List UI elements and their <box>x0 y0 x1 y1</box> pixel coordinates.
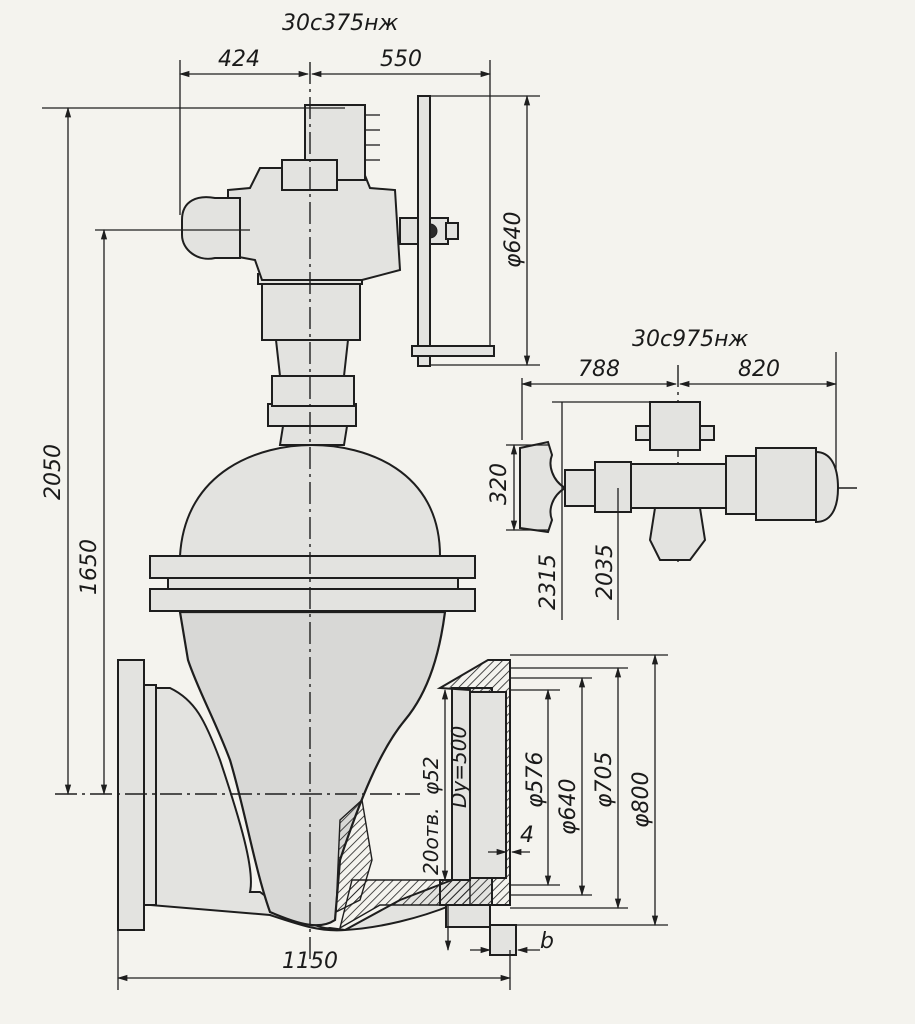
dim-raised-face: 4 <box>520 823 534 848</box>
stem-yoke <box>257 273 363 446</box>
model-alt-label: 30с975нж <box>632 327 748 352</box>
dim-2035: 2035 <box>593 544 618 600</box>
left-flange <box>117 659 145 931</box>
dim-nominal-bore: Dу=500 <box>447 726 471 808</box>
dim-788: 788 <box>578 357 620 382</box>
dim-handwheel-dia: φ640 <box>501 211 526 268</box>
handwheel-handle <box>411 345 495 357</box>
bonnet-flanges <box>149 555 476 612</box>
dim-800: φ800 <box>629 771 654 828</box>
alt-motor <box>755 447 817 521</box>
labels: 30с375нж 30с975нж 424 550 φ640 2050 1650… <box>41 11 780 974</box>
gate-wedge <box>178 610 447 927</box>
dim-bolt-holes: 20отв. <box>419 808 443 875</box>
alt-valve <box>519 365 860 565</box>
dim-550: 550 <box>380 47 422 72</box>
dim-1650: 1650 <box>77 539 102 595</box>
dim-b: b <box>540 929 554 954</box>
alt-dimensions <box>506 352 838 620</box>
dim-2315: 2315 <box>536 554 561 610</box>
dim-640: φ640 <box>556 778 581 835</box>
electric-actuator <box>181 95 495 367</box>
handwheel <box>417 95 431 367</box>
dim-705: φ705 <box>592 751 617 808</box>
main-dimensions <box>42 60 668 990</box>
dim-424: 424 <box>218 47 260 72</box>
dim-bore-52: φ52 <box>419 756 443 795</box>
alt-handwheel <box>519 440 567 534</box>
main-valve <box>55 62 517 960</box>
dim-1150: 1150 <box>282 949 338 974</box>
model-main-label: 30с375нж <box>282 11 398 36</box>
dim-576: φ576 <box>523 751 548 808</box>
dim-2050: 2050 <box>41 444 66 500</box>
valve-body-lower <box>117 610 517 956</box>
dim-320: 320 <box>487 463 512 505</box>
motor-housing <box>181 196 241 260</box>
dim-820: 820 <box>738 357 780 382</box>
